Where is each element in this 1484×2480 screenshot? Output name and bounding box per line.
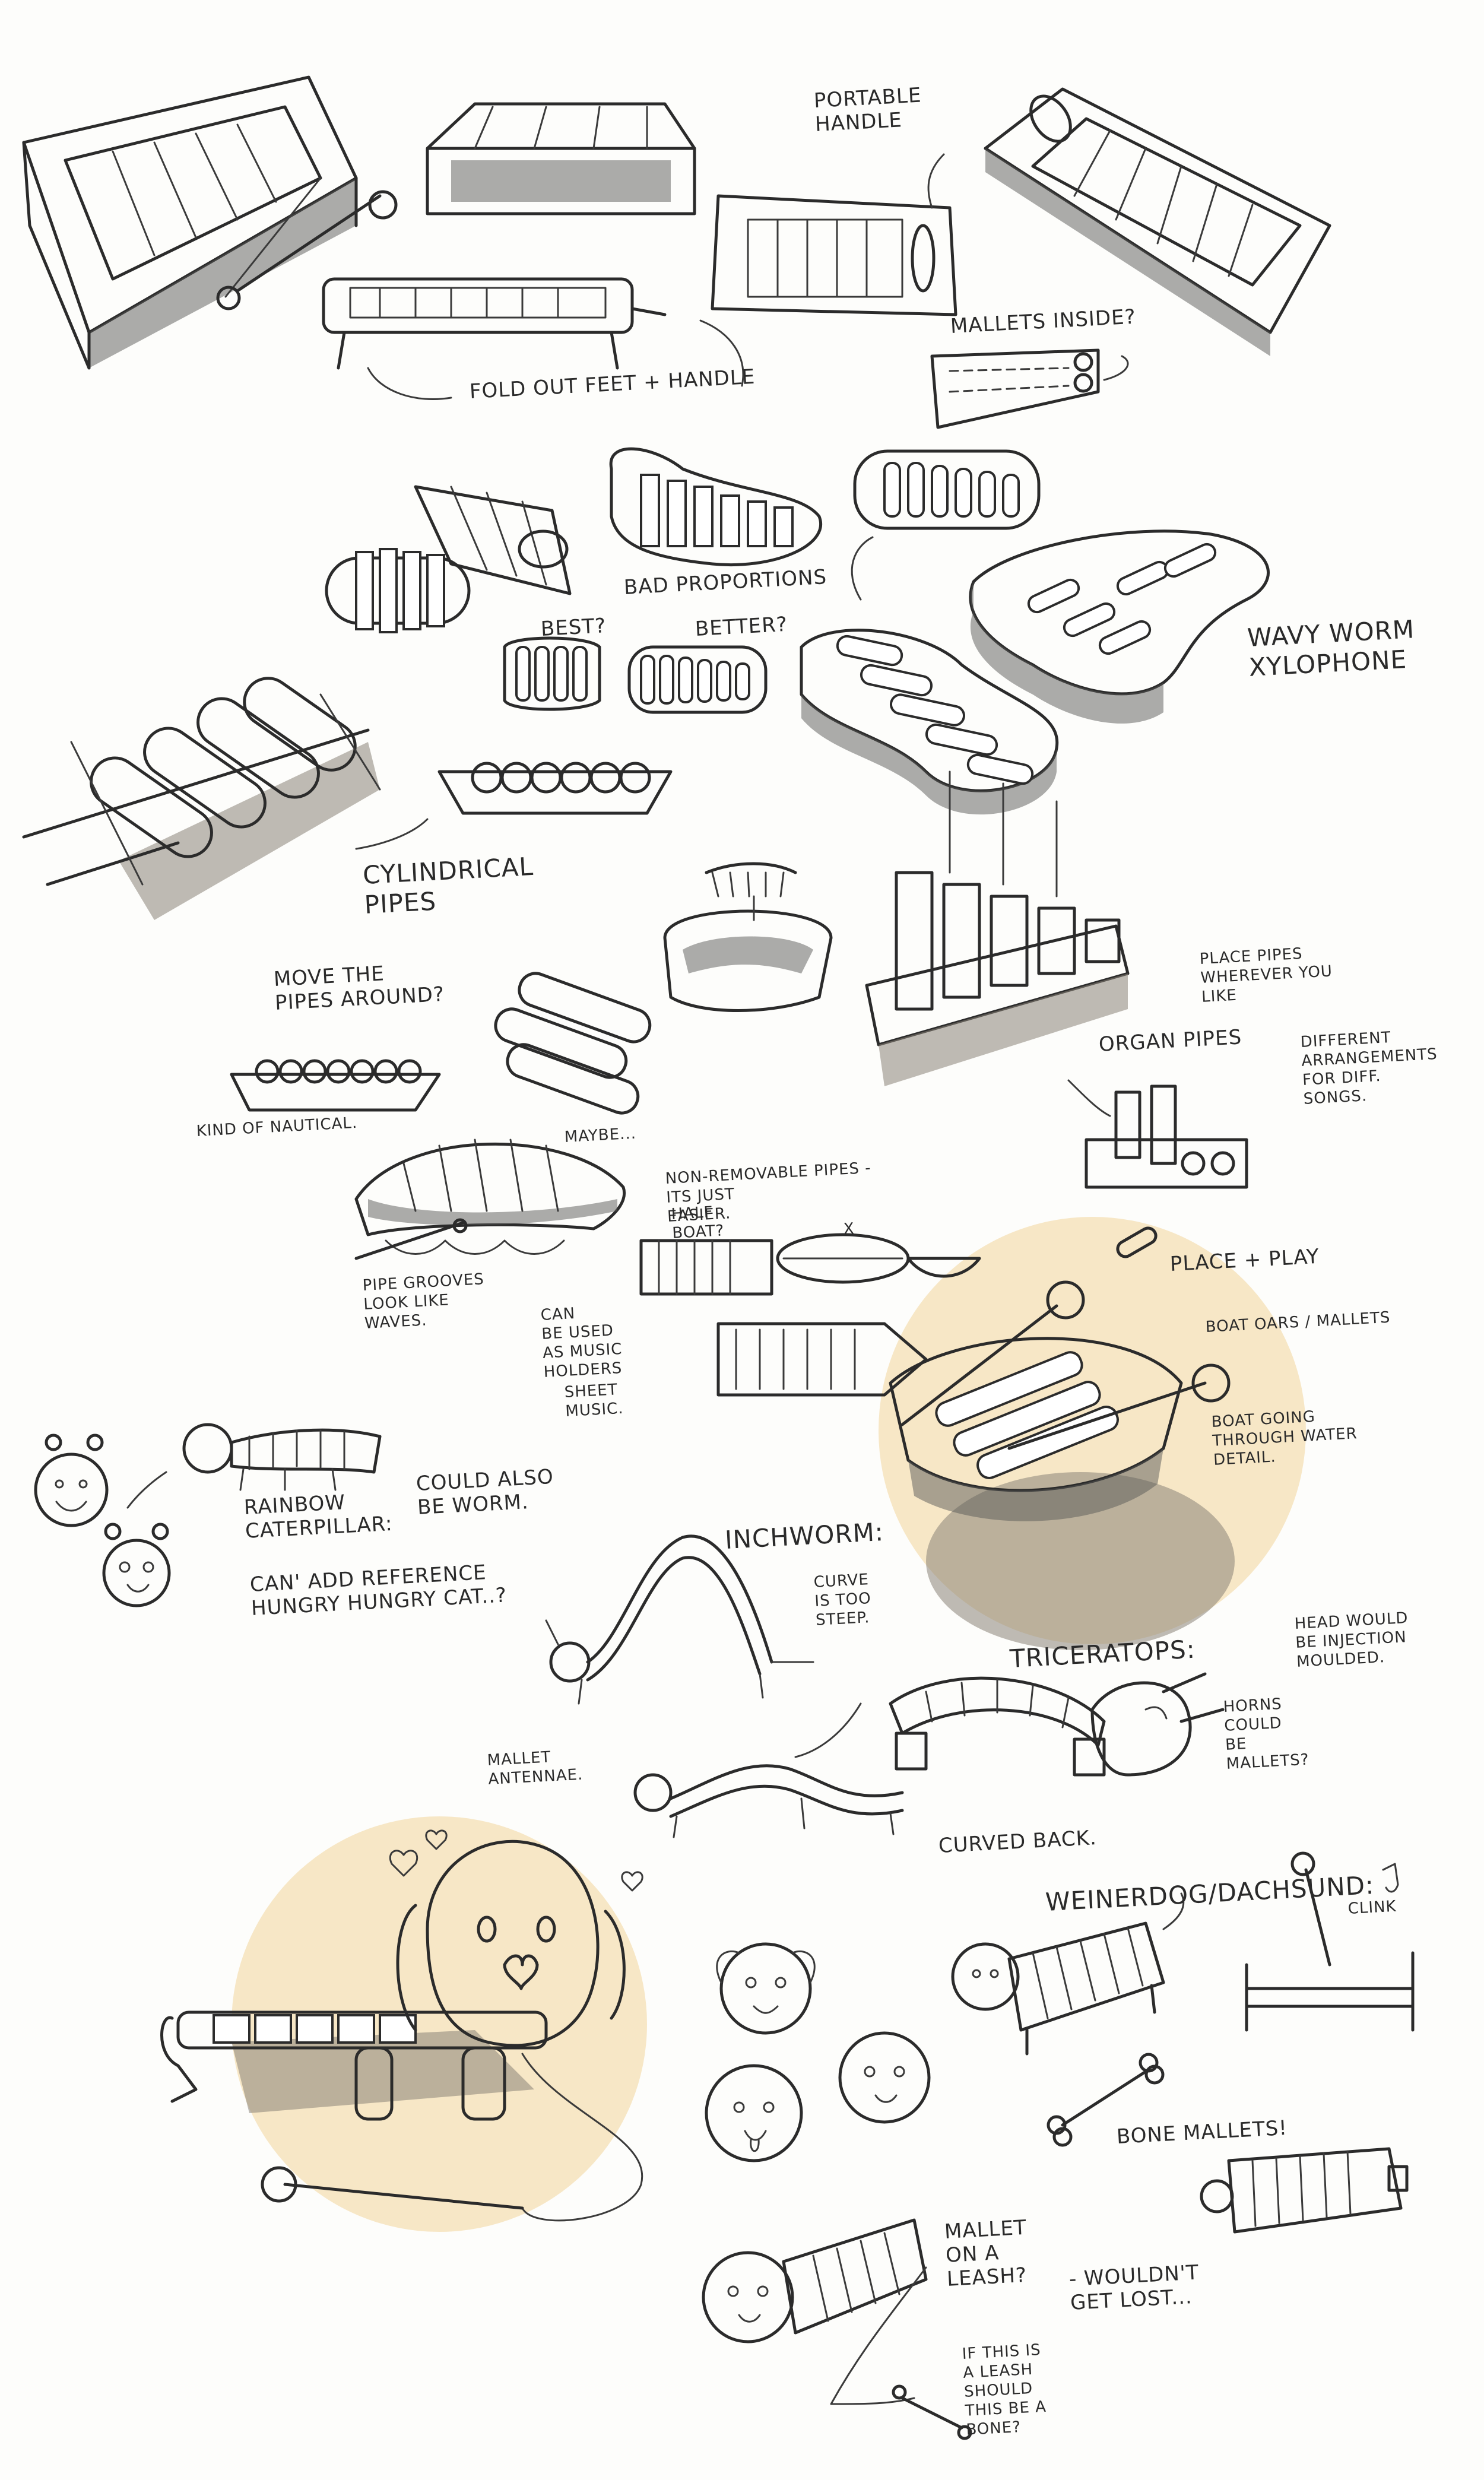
sketch-portable-handle-xylophone (711, 153, 957, 316)
sketch-rounded-rect-xylophone (853, 449, 1041, 530)
sketch-dog-xylophone (160, 1829, 643, 2222)
note-sheet-music: SHEET MUSIC. (564, 1381, 624, 1420)
sketch-inchworm-flat (633, 1702, 904, 1838)
sketch-clink-side-view (1245, 1851, 1415, 2032)
note-pipe-grooves: PIPE GROOVES LOOK LIKE WAVES. (362, 1270, 485, 1333)
sketch-pipe-tray (355, 762, 673, 850)
note-half-boat: HALF BOAT? (671, 1203, 725, 1242)
sketch-stacked-pipes (494, 972, 652, 1115)
note-move-pipes: MOVE THE PIPES AROUND? (273, 962, 445, 1015)
note-portable-handle: PORTABLE HANDLE (813, 83, 922, 137)
sketch-small-organic-xylophones (325, 485, 572, 633)
sketch-wave-shell (354, 1138, 626, 1260)
note-best: BEST? (540, 614, 607, 641)
note-different-arrangements: DIFFERENT ARRANGEMENTS FOR DIFF. SONGS. (1300, 1028, 1438, 1108)
sketch-nautical-tray (230, 1059, 441, 1112)
sketch-angled-handle-xylophone (984, 87, 1331, 356)
sketch-inchworm-steep (545, 1534, 814, 1705)
note-wavy-worm: WAVY WORM XYLOPHONE (1247, 614, 1416, 682)
sketch-triceratops (889, 1672, 1225, 1777)
sketch-dog-heads (705, 1942, 931, 2162)
note-could-also: COULD ALSO BE WORM. (416, 1464, 554, 1520)
sketch-leash-xylophone (702, 2218, 972, 2440)
note-place-pipes: PLACE PIPES WHEREVER YOU LIKE (1199, 944, 1333, 1006)
sketch-organ-pipes-base (865, 770, 1130, 1086)
sketch-pipe-fan-box (663, 862, 833, 1012)
sketch-best-better-variants (503, 636, 768, 714)
note-x-mark: x (843, 1220, 855, 1238)
sketch-fold-out-feet-xylophone (322, 277, 744, 401)
note-horns-could: HORNS COULD BE MALLETS? (1223, 1695, 1310, 1773)
note-head-would: HEAD WOULD BE INJECTION MOULDED. (1294, 1609, 1409, 1671)
note-rainbow-caterpillar: RAINBOW CATERPILLAR: (243, 1490, 394, 1543)
note-mallet-on-leash: MALLET ON A LEASH? (944, 2215, 1028, 2291)
note-maybe: MAYBE... (564, 1124, 637, 1146)
sketch-bad-proportions-xylophone (609, 447, 822, 567)
sketch-pipe-tray-small (1067, 1079, 1248, 1258)
sketch-cylindrical-pipes (22, 677, 381, 920)
sketch-bone-mallet (1047, 2053, 1165, 2147)
sketch-top-view-xylophone (1200, 2147, 1409, 2234)
note-better: BETTER? (695, 612, 788, 641)
note-can-be-used: CAN BE USED AS MUSIC HOLDERS (540, 1304, 623, 1381)
note-curve-too-steep: CURVE IS TOO STEEP. (813, 1571, 872, 1629)
sketch-mallets-inside (930, 348, 1129, 429)
sketch-box-xylophone-perspective (22, 75, 398, 370)
sketch-boat-plan-views (639, 1233, 981, 1397)
note-clink: CLINK (1347, 1897, 1397, 1918)
sketch-flat-box-xylophone (426, 102, 696, 215)
note-mallet-antennae: MALLET ANTENNAE. (487, 1748, 584, 1788)
sketch-weinerdog-xylophone (951, 1892, 1185, 2056)
note-if-this-is: IF THIS IS A LEASH SHOULD THIS BE A BONE… (962, 2341, 1047, 2439)
sketch-wavy-worm-xylophones (800, 529, 1270, 815)
note-boat-going: BOAT GOING THROUGH WATER DETAIL. (1211, 1407, 1358, 1469)
sketch-rainbow-caterpillar (34, 1423, 382, 1607)
note-cylindrical-pipes: CYLINDRICAL PIPES (362, 851, 534, 919)
note-wouldnt-get-lost: - WOULDN'T GET LOST... (1068, 2260, 1200, 2315)
sketch-boat-xylophone (889, 1280, 1235, 1650)
